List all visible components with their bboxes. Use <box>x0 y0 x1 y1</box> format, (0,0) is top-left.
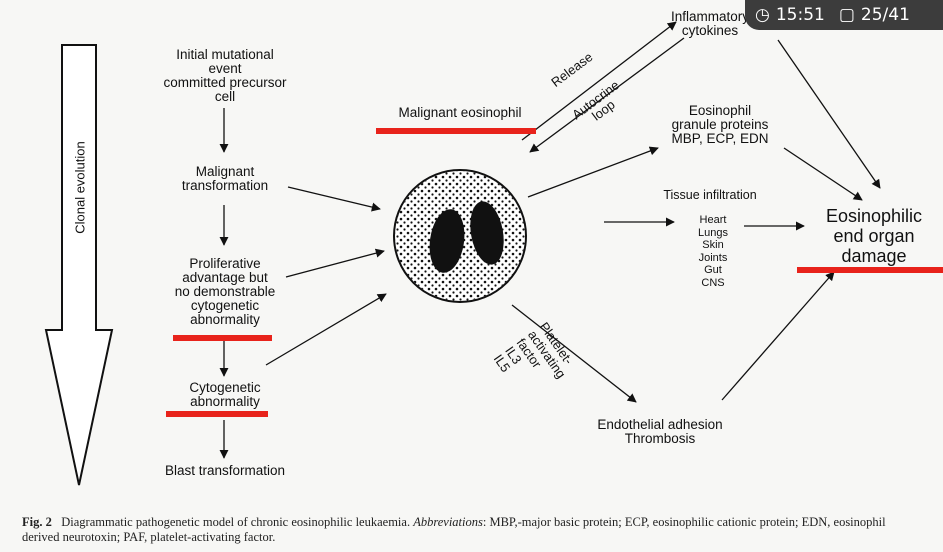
clonal-evolution-arrow <box>44 44 114 486</box>
clonal-evolution-label: Clonal evolution <box>72 141 88 234</box>
organ-skin: Skin <box>702 239 724 252</box>
clock-icon: ◷ <box>755 5 770 25</box>
arrow-endothelial-to-damage <box>721 271 835 401</box>
arrow-cytogenetic-to-cell <box>265 293 387 366</box>
status-bar: ◷ 15:51 ▢ 25/41 <box>745 0 943 30</box>
caption-abbr-label: Abbreviations <box>413 515 483 529</box>
arrow-cytokines-to-damage <box>777 39 881 189</box>
arrow-autocrine <box>529 37 685 153</box>
proliferative-label: Proliferative advantage but no demonstra… <box>174 256 276 327</box>
arrow-granule-to-damage <box>783 147 863 201</box>
blast-transformation-label: Blast transformation <box>164 463 286 478</box>
malignant-transformation-label: Malignant transformation <box>181 164 269 193</box>
caption-text: Diagrammatic pathogenetic model of chron… <box>61 515 411 529</box>
caption-abbr-text: : MBP,-major basic protein; ECP, eosinop… <box>22 515 886 544</box>
arrow-release <box>521 21 677 141</box>
status-time: 15:51 <box>775 5 825 25</box>
initial-event-label: Initial mutational event committed precu… <box>163 47 287 104</box>
organ-joints: Joints <box>698 251 728 264</box>
status-page: 25/41 <box>860 5 910 25</box>
organ-cns: CNS <box>701 276 725 289</box>
eosinophil-cell <box>393 169 527 303</box>
arrow-transformation-to-cell <box>287 186 381 212</box>
organ-lungs: Lungs <box>698 226 728 239</box>
tissue-infiltration-label: Tissue infiltration <box>663 188 757 202</box>
cytogenetic-label: Cytogenetic abnormality <box>189 380 261 409</box>
page-icon: ▢ <box>838 5 855 25</box>
arrow-proliferative-to-cell <box>285 248 385 278</box>
figure-caption: Fig. 2 Diagrammatic pathogenetic model o… <box>22 515 922 545</box>
arrow-cell-to-granule <box>527 146 659 198</box>
organ-gut: Gut <box>704 264 722 277</box>
organ-heart: Heart <box>699 214 727 226</box>
arrow-cell-to-endothelial <box>511 304 637 403</box>
organ-list: Heart Lungs Skin Joints Gut CNS <box>683 214 743 290</box>
granule-proteins-label: Eosinophil granule proteins MBP, ECP, ED… <box>671 103 769 146</box>
end-organ-damage-label: Eosinophilic end organ damage <box>825 206 923 266</box>
caption-label: Fig. 2 <box>22 515 52 529</box>
inflammatory-cytokines-label: Inflammatory cytokines <box>670 9 750 38</box>
malignant-eosinophil-label: Malignant eosinophil <box>398 105 522 120</box>
endothelial-label: Endothelial adhesion Thrombosis <box>597 417 723 446</box>
